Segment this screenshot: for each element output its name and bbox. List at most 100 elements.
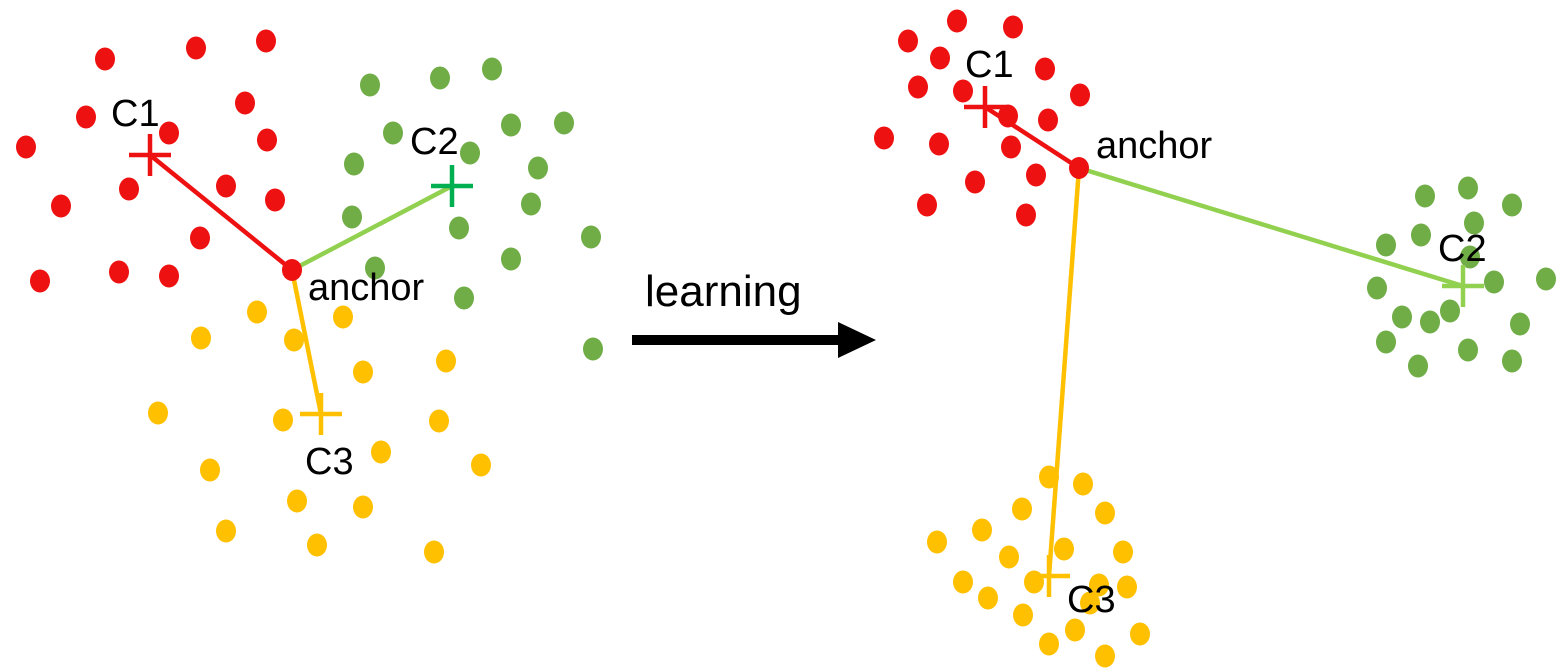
right-yellow-point xyxy=(1080,591,1100,615)
right-green-point xyxy=(1420,310,1440,334)
left-c2-label: C2 xyxy=(410,121,459,163)
right-yellow-point xyxy=(1113,540,1133,564)
right-green-point xyxy=(1408,354,1428,378)
right-red-point xyxy=(917,193,937,217)
right-yellow-point xyxy=(1039,632,1059,656)
right-yellow-point xyxy=(1089,573,1109,597)
left-yellow-point xyxy=(429,409,449,433)
left-anchor-to-c3-line xyxy=(289,269,324,415)
left-green-point xyxy=(430,66,450,90)
right-red-point xyxy=(929,132,949,156)
left-c3-label: C3 xyxy=(305,441,354,483)
right-yellow-point xyxy=(1130,622,1150,646)
right-green-point xyxy=(1464,211,1484,235)
left-green-point xyxy=(521,192,541,216)
right-red-point xyxy=(1016,203,1036,227)
left-yellow-point xyxy=(148,401,168,425)
right-c3-label: C3 xyxy=(1067,579,1116,621)
right-yellow-point xyxy=(1095,501,1115,525)
left-c3-centroid-cross xyxy=(300,393,342,435)
left-yellow-point xyxy=(191,326,211,350)
left-green-point xyxy=(344,152,364,176)
left-red-point xyxy=(190,226,210,250)
right-green-point xyxy=(1502,193,1522,217)
right-anchor-to-c1-line xyxy=(983,105,1081,170)
right-c3-centroid-cross xyxy=(1028,555,1070,597)
left-yellow-point xyxy=(353,495,373,519)
left-red-point xyxy=(30,269,50,293)
right-red-point xyxy=(930,46,950,70)
right-green-point xyxy=(1458,176,1478,200)
left-red-point xyxy=(186,36,206,60)
right-green-point xyxy=(1376,330,1396,354)
right-yellow-point xyxy=(1117,575,1137,599)
right-points xyxy=(874,9,1556,668)
right-c1-label: C1 xyxy=(965,44,1014,86)
left-anchor-label: anchor xyxy=(308,267,425,309)
right-yellow-point xyxy=(1013,603,1033,627)
left-yellow-point xyxy=(200,458,220,482)
right-yellow-point xyxy=(1054,537,1074,561)
right-red-point xyxy=(898,29,918,53)
left-yellow-point xyxy=(216,519,236,543)
right-green-point xyxy=(1502,349,1522,373)
left-green-point xyxy=(342,205,362,229)
right-green-point xyxy=(1458,338,1478,362)
left-red-point xyxy=(76,105,96,129)
arrow-label: learning xyxy=(645,267,802,316)
left-c1-centroid-cross xyxy=(129,134,171,176)
right-yellow-point xyxy=(1065,618,1085,642)
left-points xyxy=(16,29,603,564)
right-green-point xyxy=(1440,299,1460,323)
left-green-point xyxy=(501,113,521,137)
left-yellow-point xyxy=(424,540,444,564)
left-red-point xyxy=(119,177,139,201)
right-red-point xyxy=(947,9,967,33)
right-red-point xyxy=(1026,163,1046,187)
left-red-point xyxy=(51,194,71,218)
right-yellow-point xyxy=(1073,472,1093,496)
before-learning-panel: C1 C2 C3 anchor xyxy=(16,29,603,564)
right-red-point xyxy=(1003,15,1023,39)
right-green-point xyxy=(1484,270,1504,294)
left-red-point xyxy=(159,121,179,145)
left-yellow-point xyxy=(273,408,293,432)
right-yellow-point xyxy=(999,545,1019,569)
left-yellow-point xyxy=(247,300,267,324)
left-green-point xyxy=(449,216,469,240)
left-yellow-point xyxy=(371,440,391,464)
left-c2-centroid-cross xyxy=(431,165,473,207)
right-green-point xyxy=(1460,245,1480,269)
left-yellow-point xyxy=(333,305,353,329)
left-red-point xyxy=(257,128,277,152)
right-yellow-point xyxy=(1012,497,1032,521)
right-yellow-point xyxy=(972,518,992,542)
right-red-point xyxy=(908,75,928,99)
right-red-point xyxy=(1035,57,1055,81)
left-green-point xyxy=(460,141,480,165)
right-red-point xyxy=(1070,83,1090,107)
right-green-point xyxy=(1367,276,1387,300)
right-green-point xyxy=(1510,312,1530,336)
left-red-point xyxy=(159,264,179,288)
right-red-point xyxy=(1001,135,1021,159)
left-yellow-point xyxy=(287,489,307,513)
left-green-point xyxy=(581,225,601,249)
left-red-point xyxy=(216,174,236,198)
left-yellow-point xyxy=(284,328,304,352)
right-red-point xyxy=(965,170,985,194)
left-red-point xyxy=(16,135,36,159)
right-c2-label: C2 xyxy=(1438,228,1487,270)
left-red-point xyxy=(95,47,115,71)
left-anchor-point xyxy=(282,259,302,281)
left-red-point xyxy=(256,29,276,53)
left-yellow-point xyxy=(436,349,456,373)
right-red-point xyxy=(874,126,894,150)
right-anchor-label: anchor xyxy=(1096,125,1213,167)
left-red-point xyxy=(265,188,285,212)
left-green-point xyxy=(501,247,521,271)
left-anchor-to-c1-line xyxy=(148,153,294,272)
left-c1-label: C1 xyxy=(111,93,160,135)
right-green-point xyxy=(1536,267,1556,291)
